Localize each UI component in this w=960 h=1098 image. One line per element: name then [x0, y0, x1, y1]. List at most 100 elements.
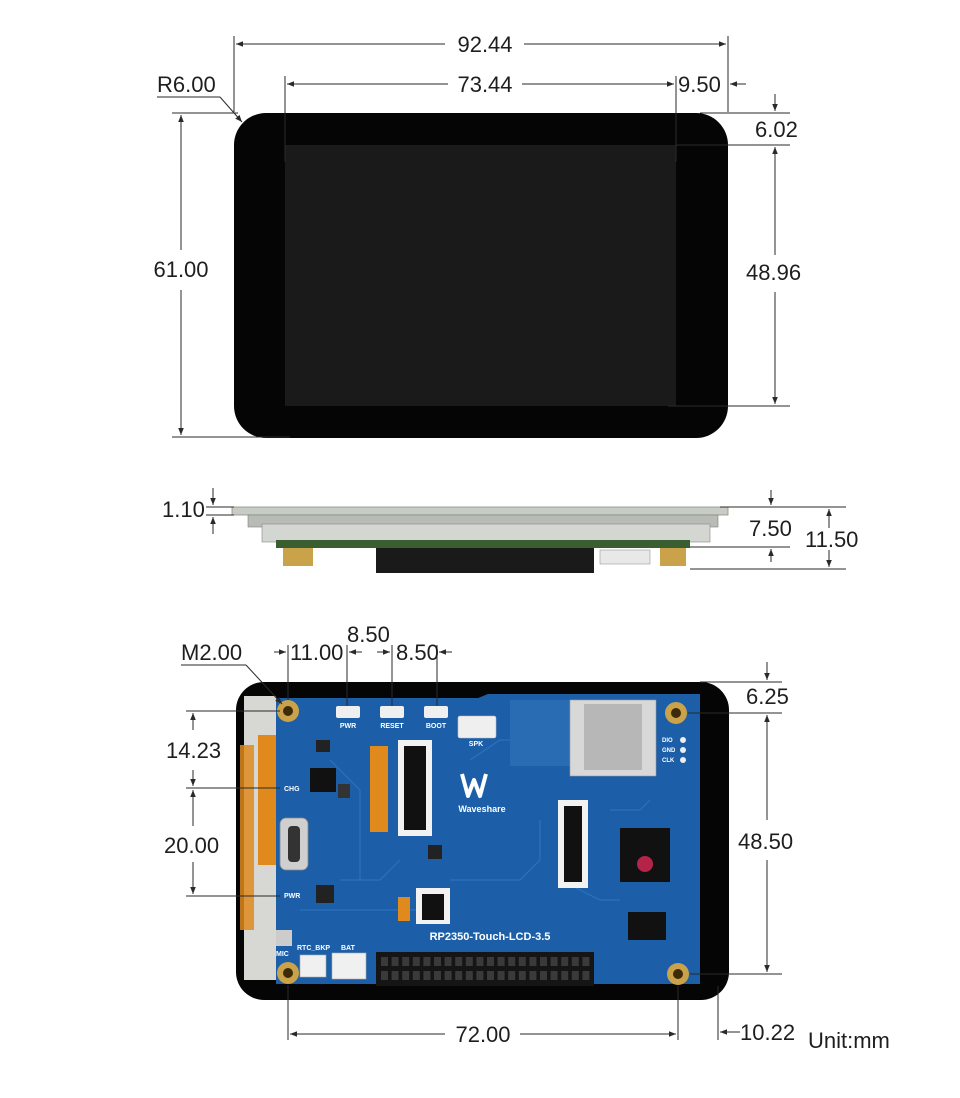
side-standoff-left [283, 548, 313, 566]
header-pin [455, 971, 463, 980]
mic-component [276, 930, 292, 946]
label-reset-button: RESET [380, 723, 404, 730]
dim-overall-width: 92.44 [457, 32, 512, 57]
fpc-connector-left [370, 746, 388, 832]
header-pin [465, 957, 473, 966]
label-mic: MIC [276, 951, 289, 958]
header-pin [550, 971, 558, 980]
back-view: PWR RESET BOOT SPK [164, 622, 890, 1053]
dim-total-thickness: 11.50 [805, 527, 858, 552]
side-metal-body [261, 523, 711, 543]
dim-right-offset: 10.22 [740, 1020, 795, 1045]
header-pin [487, 971, 494, 980]
header-pin [381, 971, 388, 980]
side-glass [231, 506, 729, 516]
header-pin [518, 957, 526, 966]
header-pin [444, 957, 452, 966]
header-pin [476, 971, 484, 980]
fpc-connector-orange-small [398, 897, 410, 921]
header-pin [465, 971, 473, 980]
back-buttons [336, 706, 497, 739]
back-flex-cable [258, 735, 278, 865]
header-pin [455, 957, 463, 966]
header-pin [529, 957, 537, 966]
side-view: 1.10 7.50 11.50 [162, 488, 858, 573]
label-pwr-button: PWR [340, 723, 356, 730]
header-pin [571, 957, 579, 966]
header-pin [497, 957, 505, 966]
dim-left-2: 20.00 [164, 833, 219, 858]
waveshare-logo-icon [460, 773, 488, 798]
header-pin [518, 971, 526, 980]
back-flex-cable-lower [240, 745, 254, 930]
label-board-name: RP2350-Touch-LCD-3.5 [430, 931, 551, 943]
front-lcd-area [285, 145, 676, 406]
dim-right-margin: 9.50 [678, 72, 721, 97]
chip-pmic [316, 885, 334, 903]
dim-glass-thickness: 1.10 [162, 497, 205, 522]
header-pin [529, 971, 537, 980]
header-pin [508, 971, 516, 980]
dim-hole-to-button: 11.00 [290, 640, 343, 665]
gpio-header [376, 952, 594, 986]
side-standoff-right [660, 548, 686, 566]
label-clk: CLK [662, 758, 675, 764]
label-gnd: GND [662, 748, 676, 754]
dim-body-thickness: 7.50 [749, 516, 792, 541]
dim-hole-top-offset: 6.25 [746, 684, 789, 709]
side-pcb [276, 540, 690, 548]
dim-display-height: 48.96 [746, 260, 801, 285]
chip-rp2350 [620, 828, 670, 882]
header-pin [444, 971, 452, 980]
header-pin [540, 971, 547, 980]
header-pin [381, 957, 388, 966]
dim-top-margin: 6.02 [755, 117, 798, 142]
header-pin [402, 971, 410, 980]
header-pin [508, 957, 516, 966]
header-pin [434, 957, 441, 966]
chip-usb-ic [310, 768, 336, 792]
header-pin [423, 971, 431, 980]
label-spk: SPK [469, 741, 483, 748]
bat-connector [331, 952, 367, 980]
dim-display-width: 73.44 [457, 72, 512, 97]
header-pin [497, 971, 505, 980]
header-pin [571, 971, 579, 980]
dim-button-pitch-1: 8.50 [347, 622, 390, 647]
header-pin [561, 971, 569, 980]
side-connector [599, 549, 651, 565]
label-dio: DIO [662, 738, 673, 744]
dim-button-pitch-2: 8.50 [396, 640, 439, 665]
header-pin [487, 957, 494, 966]
label-boot-button: BOOT [426, 723, 447, 730]
side-header [376, 548, 594, 573]
front-view: 92.44 73.44 9.50 R6.00 61.00 6.02 48.96 [153, 32, 801, 438]
header-pin [476, 957, 484, 966]
header-pin [582, 957, 590, 966]
rtc-bkp-connector [299, 954, 327, 978]
chip-flash [628, 912, 666, 940]
back-antenna-area [510, 700, 570, 766]
dim-mount-hole: M2.00 [181, 640, 242, 665]
header-pin [582, 971, 590, 980]
header-pin [402, 957, 410, 966]
unit-label: Unit:mm [808, 1028, 890, 1053]
header-pin [391, 957, 399, 966]
label-chg: CHG [284, 786, 300, 793]
label-bat: BAT [341, 945, 356, 952]
back-mount-holes [277, 700, 689, 985]
chip-small-a [316, 740, 330, 752]
dim-overall-height: 61.00 [153, 257, 208, 282]
dim-left-1: 14.23 [166, 738, 221, 763]
dim-corner-radius: R6.00 [157, 72, 216, 97]
header-pin [412, 957, 420, 966]
header-pin [412, 971, 420, 980]
label-pwr-led: PWR [284, 893, 300, 900]
header-pin [550, 957, 558, 966]
chip-small-b [338, 784, 350, 798]
header-pin [540, 957, 547, 966]
header-pin [561, 957, 569, 966]
header-pin [391, 971, 399, 980]
